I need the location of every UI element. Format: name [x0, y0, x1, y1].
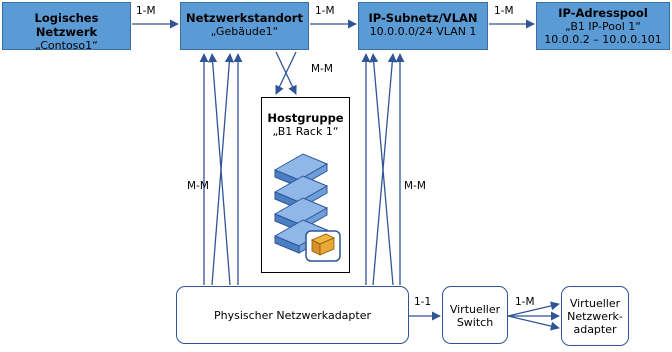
logical-network-box: Logisches Netzwerk „Contoso1“: [2, 2, 131, 52]
rel-site-to-host: M-M: [311, 63, 333, 75]
host-group-subtitle: „B1 Rack 1“: [272, 125, 339, 138]
ip-subnet-box: IP-Subnetz/VLAN 10.0.0.0/24 VLAN 1: [358, 2, 488, 50]
network-site-box: Netzwerkstandort „Gebäude1“: [180, 2, 309, 50]
rel-site-to-subnet: 1-M: [315, 5, 335, 17]
arrow-adapter-to-site-3: [208, 53, 231, 286]
ip-pool-box: IP-Adresspool „B1 IP-Pool 1“ 10.0.0.2 – …: [536, 2, 670, 50]
ip-pool-subtitle: „B1 IP-Pool 1“: [565, 20, 641, 33]
host-group-title: Hostgruppe: [267, 111, 344, 125]
ip-pool-title: IP-Adresspool: [558, 6, 648, 20]
virtual-switch-line2: Switch: [456, 316, 494, 329]
rel-adapter-to-switch: 1-1: [414, 296, 432, 308]
virtual-switch-box: Virtueller Switch: [442, 286, 508, 344]
virtual-adapter-box: Virtueller Netzwerk- adapter: [561, 286, 629, 346]
logical-network-title: Logisches Netzwerk: [34, 11, 99, 39]
arrow-switch-to-vadapter-1: [507, 301, 560, 317]
rel-adapter-to-site: M-M: [187, 180, 209, 192]
virtual-adapter-line3: adapter: [573, 323, 617, 336]
ip-subnet-title: IP-Subnetz/VLAN: [368, 11, 478, 25]
virtual-adapter-line2: Netzwerk-: [567, 310, 623, 323]
physical-adapter-label: Physischer Netzwerkadapter: [213, 309, 372, 322]
rel-switch-to-vadapter: 1-M: [515, 296, 535, 308]
network-site-title: Netzwerkstandort: [186, 11, 303, 25]
virtual-switch-line1: Virtueller: [449, 303, 501, 316]
arrow-adapter-to-subnet-3: [369, 53, 394, 286]
ip-subnet-subtitle: 10.0.0.0/24 VLAN 1: [369, 25, 477, 38]
network-site-subtitle: „Gebäude1“: [210, 25, 279, 38]
arrow-switch-to-vadapter-3: [507, 315, 560, 331]
rel-adapter-to-subnet: M-M: [404, 180, 426, 192]
arrow-site-to-host-b: [275, 51, 297, 95]
rel-subnet-to-pool: 1-M: [494, 5, 514, 17]
physical-adapter-box: Physischer Netzwerkadapter: [176, 286, 409, 344]
logical-network-subtitle: „Contoso1“: [35, 39, 98, 52]
ip-pool-range: 10.0.0.2 – 10.0.0.101: [544, 33, 662, 46]
host-group-box: Hostgruppe „B1 Rack 1“: [261, 97, 350, 273]
rel-logical-to-site: 1-M: [136, 5, 156, 17]
virtual-adapter-line1: Virtueller: [569, 297, 621, 310]
